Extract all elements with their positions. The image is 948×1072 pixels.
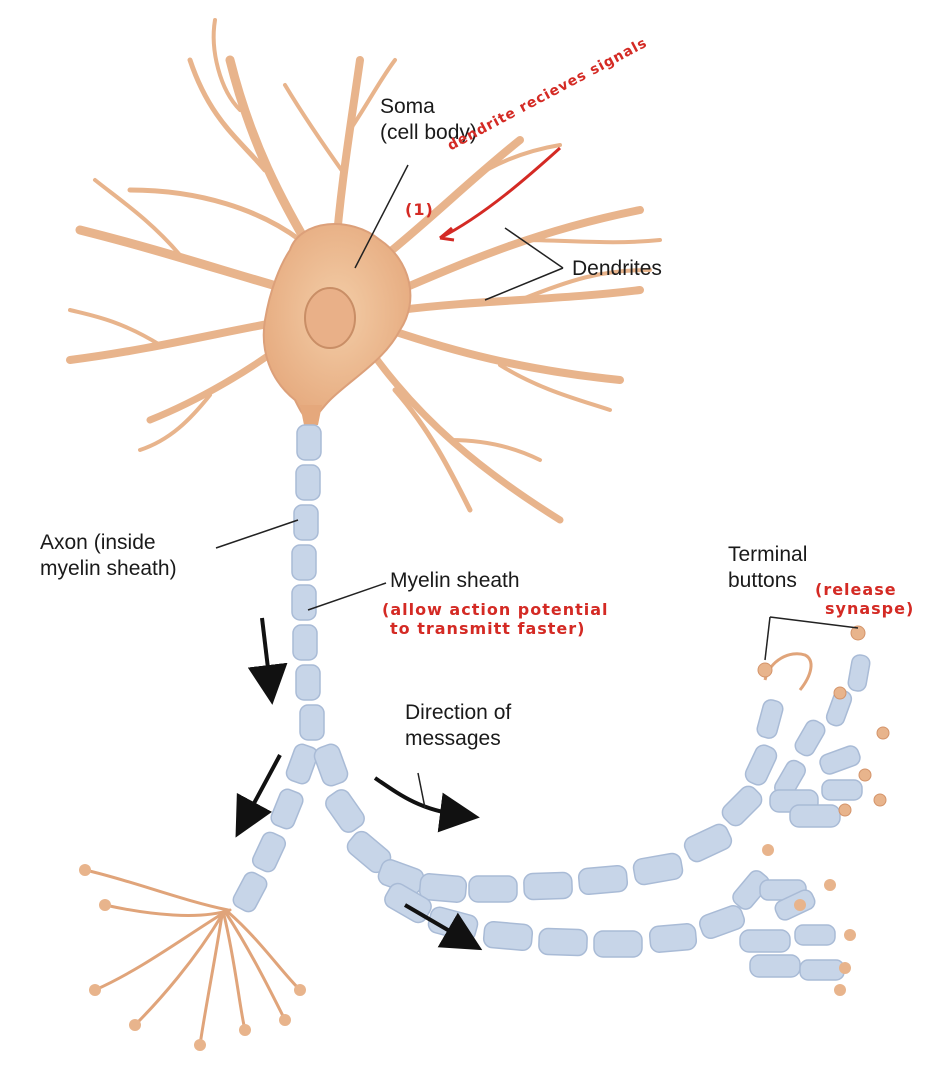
axon-branch-lower-right bbox=[384, 870, 845, 981]
axon-terminals-left bbox=[83, 868, 302, 1047]
axon-label-line1: Axon (inside bbox=[40, 531, 156, 554]
axon-label-line2: myelin sheath) bbox=[40, 557, 177, 580]
dendrite-number-note: (1) bbox=[405, 200, 434, 219]
terminal-knobs-left bbox=[79, 864, 306, 1051]
axon-branch-left bbox=[232, 743, 319, 913]
terminal-note-line2: synaspe) bbox=[825, 599, 915, 618]
dendrites bbox=[66, 18, 662, 524]
soma-label-line1: Soma bbox=[380, 95, 435, 118]
myelin-note: (allow action potential to transmitt fas… bbox=[382, 600, 609, 638]
axon-hillock bbox=[300, 405, 322, 425]
terminal-note: (release synaspe) bbox=[815, 580, 914, 618]
axon-branch-right bbox=[313, 699, 784, 903]
annotation-arrow bbox=[439, 146, 562, 242]
soma-label-line2: (cell body) bbox=[380, 121, 477, 144]
direction-label-line1: Direction of bbox=[405, 701, 512, 724]
myelin-note-line2: to transmitt faster) bbox=[390, 619, 586, 638]
myelin-sheath bbox=[291, 424, 325, 741]
direction-arrows bbox=[235, 617, 483, 951]
myelin-sheath-label: Myelin sheath bbox=[390, 569, 520, 592]
terminal-label-line1: Terminal bbox=[728, 543, 808, 566]
label-lines bbox=[215, 164, 859, 809]
myelin-note-line1: (allow action potential bbox=[382, 600, 609, 619]
terminal-buttons-label: Terminal buttons bbox=[728, 542, 807, 594]
terminal-knobs-upper-right bbox=[757, 625, 890, 817]
axon-branch-upper-right bbox=[769, 654, 871, 828]
dendrites-label: Dendrites bbox=[572, 257, 662, 280]
terminal-label-line2: buttons bbox=[728, 569, 797, 592]
nucleus bbox=[304, 287, 356, 349]
direction-label: Direction of messages bbox=[405, 700, 511, 752]
direction-label-line2: messages bbox=[405, 727, 501, 750]
soma-label: Soma (cell body) bbox=[380, 94, 477, 146]
axon-label: Axon (inside myelin sheath) bbox=[40, 530, 177, 582]
terminal-knobs-lower-right bbox=[762, 844, 856, 996]
terminal-note-line1: (release bbox=[815, 580, 897, 599]
